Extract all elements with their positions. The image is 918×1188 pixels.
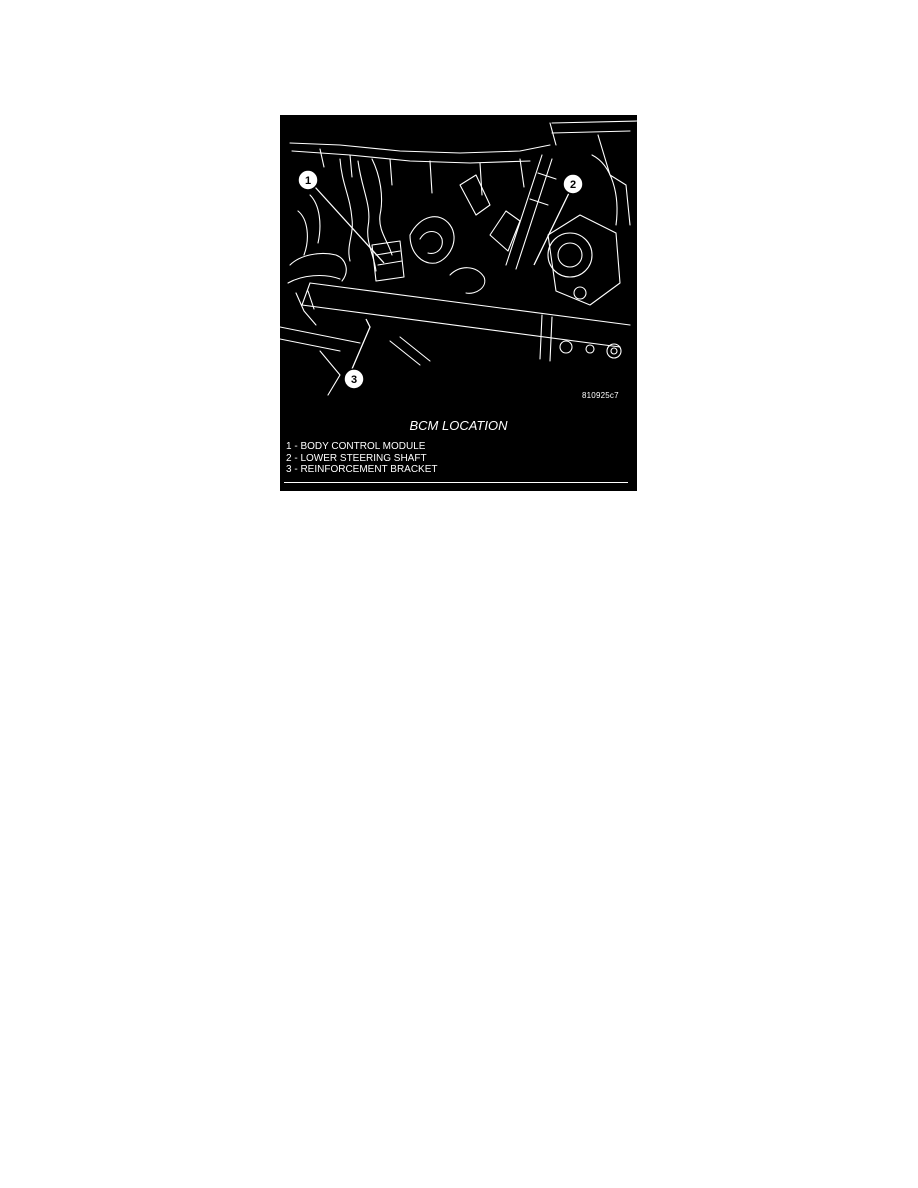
legend-item: 1 - BODY CONTROL MODULE	[286, 441, 426, 452]
figure-legend: 1 - BODY CONTROL MODULE 2 - LOWER STEERI…	[286, 441, 438, 476]
callout-1-label: 1	[305, 175, 311, 187]
figure-title: BCM LOCATION	[409, 418, 508, 433]
callout-1: 1	[297, 169, 319, 191]
figure-bottom-rule	[284, 482, 628, 483]
callout-3: 3	[343, 368, 365, 390]
legend-item: 3 - REINFORCEMENT BRACKET	[286, 464, 438, 475]
callout-3-label: 3	[351, 374, 357, 386]
callout-2-label: 2	[570, 179, 576, 191]
callout-2: 2	[562, 173, 584, 195]
legend-item: 2 - LOWER STEERING SHAFT	[286, 452, 427, 464]
figure-id: 810925c7	[582, 391, 619, 400]
bcm-location-figure: 1 2 3 810925c7 BCM LOCATION 1 - BODY CON…	[280, 115, 637, 491]
bcm-location-illustration: 1 2 3	[280, 120, 637, 396]
